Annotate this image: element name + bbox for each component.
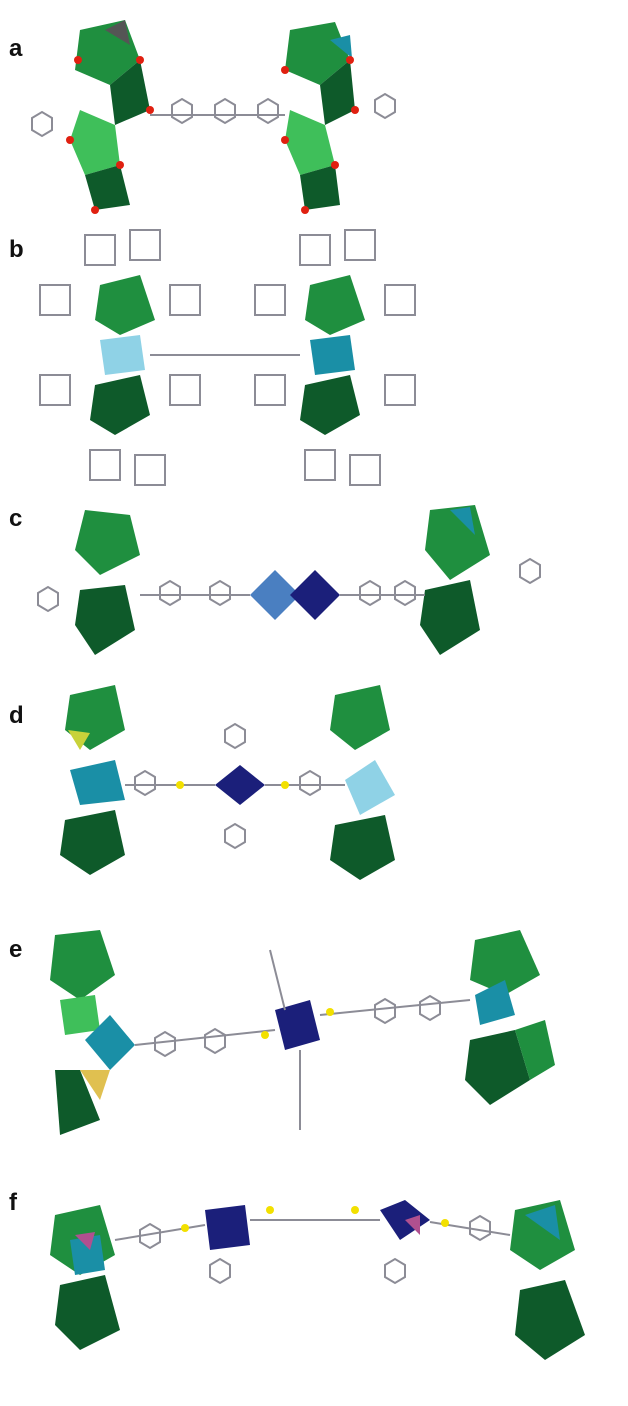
structure-f [50,1200,585,1360]
panel-d: d [0,675,628,920]
cluster-right-e [465,930,555,1105]
panel-label-a: a [9,35,23,62]
central-unit-right-f [380,1200,430,1240]
panel-a: a [0,0,628,225]
central-unit-e [275,1000,320,1050]
panel-f: f [0,1160,628,1406]
cluster-right-f [510,1200,585,1360]
structure-e [50,930,555,1135]
central-unit-d [215,765,265,805]
cluster-right-a [285,22,355,210]
cluster-left-c [75,510,140,655]
sulfur-atoms-e [261,1008,334,1039]
panel-label-e: e [9,936,23,963]
panel-b: b [0,225,628,495]
cluster-right-b [300,275,365,435]
panel-e: e [0,920,628,1160]
cluster-left-b [90,275,155,435]
sulfur-atoms-f [181,1206,449,1232]
cluster-left-e [50,930,135,1135]
panel-label-b: b [9,236,24,263]
sulfur-atoms-d [176,781,289,789]
panel-label-d: d [9,702,24,729]
structure-d [60,685,395,880]
central-unit-left-f [205,1205,250,1250]
panel-c: c [0,495,628,675]
linker-c [37,557,541,613]
structure-b [39,229,416,486]
linker-f [114,1214,511,1285]
panel-label-f: f [9,1189,17,1216]
cage-ligands-b [39,229,416,486]
atoms-a [66,56,359,214]
structure-c [37,505,541,655]
central-unit-c [250,570,340,620]
cluster-left-f [50,1205,120,1350]
linker-e [134,949,471,1130]
linker-a [31,92,396,138]
linker-d [125,722,345,850]
cluster-right-c [420,505,490,655]
structure-a [31,20,396,214]
cluster-left-a [70,20,150,210]
panel-label-c: c [9,505,23,532]
cluster-left-d [60,685,125,875]
cluster-right-d [330,685,395,880]
